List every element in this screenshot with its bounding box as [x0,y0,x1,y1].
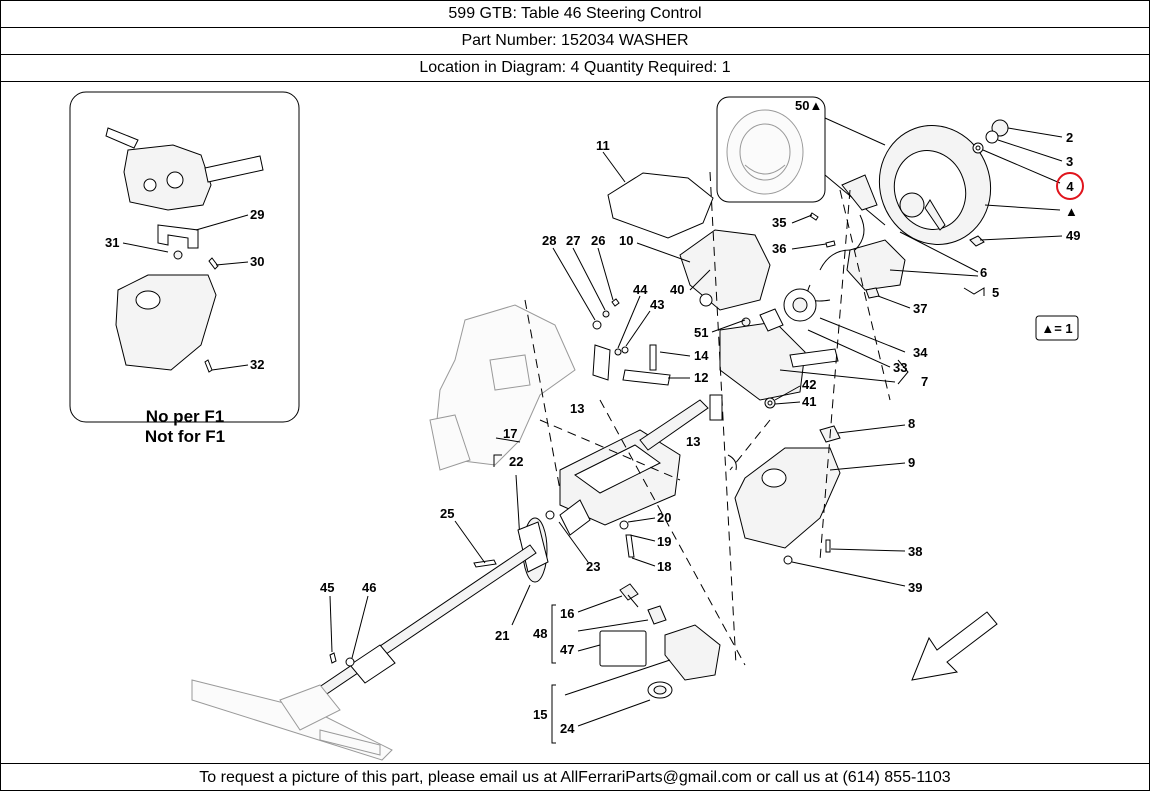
callout-19: 19 [657,534,671,549]
diagram-title: 599 GTB: Table 46 Steering Control [0,0,1150,28]
inset-bracket [157,224,199,249]
callout-37: 37 [913,301,927,316]
callout-41: 41 [802,394,816,409]
callout-35: 35 [772,215,786,230]
callout-14: 14 [694,348,709,363]
inset-note-line1: No per F1 [146,407,224,426]
callout-5: 5 [992,285,999,300]
callout-32: 32 [250,357,264,372]
callout-13a: 13 [570,401,584,416]
callout-13b: 13 [686,434,700,449]
inset-note-line2: Not for F1 [145,427,225,446]
inset-stalk-switch [105,127,264,211]
callout-7: 7 [921,374,928,389]
callout-16: 16 [560,606,574,621]
callout-33: 33 [893,360,907,375]
callout-15: 15 [533,707,547,722]
callout-12: 12 [694,370,708,385]
inset-shroud [115,274,217,371]
callout-20: 20 [657,510,671,525]
part-number-line: Part Number: 152034 WASHER [0,28,1150,55]
cover-11 [607,172,714,239]
callout-26: 26 [591,233,605,248]
callout-10: 10 [619,233,633,248]
ignition-lock [599,583,721,699]
callout-23: 23 [586,559,600,574]
callout-51: 51 [694,325,708,340]
steering-column [559,399,709,536]
lower-shroud [734,425,841,565]
callout-2: 2 [1066,130,1073,145]
clock-spring [807,214,906,302]
callout-47: 47 [560,642,574,657]
key-card [599,630,647,667]
steering-rack [191,679,393,761]
nut-3 [985,130,999,144]
callout-21: 21 [495,628,509,643]
callout-38: 38 [908,544,922,559]
exploded-parts-diagram: 29 31 30 32 No per F1 Not for F1 50▲ 2 3 [0,82,1150,763]
callout-24: 24 [560,721,575,736]
callout-36: 36 [772,241,786,256]
legend-text: ▲= 1 [1041,321,1072,336]
callout-45: 45 [320,580,334,595]
callout-49: 49 [1066,228,1080,243]
steering-wheel [841,119,1009,247]
highlight-circle [1056,172,1084,200]
callout-29: 29 [250,207,264,222]
mounting-frame [429,304,576,471]
callout-50: 50▲ [795,98,822,113]
callout-22: 22 [509,454,523,469]
callout-6: 6 [980,265,987,280]
callout-48: 48 [533,626,547,641]
column-switch-assembly [719,288,839,401]
airbag-inset: 50▲ [716,96,886,226]
callout-11: 11 [596,138,610,153]
callout-18: 18 [657,559,671,574]
callout-46: 46 [362,580,376,595]
shaft-and-boot [299,510,555,709]
non-f1-inset: 29 31 30 32 No per F1 Not for F1 [69,91,300,446]
callout-28: 28 [542,233,556,248]
washer-4 [972,142,984,154]
callout-42: 42 [802,377,816,392]
callout-39: 39 [908,580,922,595]
callout-25: 25 [440,506,454,521]
upper-shroud [679,229,771,311]
front-direction-arrow [911,611,998,681]
callout-34: 34 [913,345,928,360]
legend-box: ▲= 1 [1035,315,1079,341]
callout-triangle: ▲ [1065,204,1078,219]
callout-43: 43 [650,297,664,312]
callout-3: 3 [1066,154,1073,169]
callout-4[interactable]: 4 [1066,179,1074,194]
callout-17: 17 [503,426,517,441]
callout-40: 40 [670,282,684,297]
contact-footer: To request a picture of this part, pleas… [0,763,1150,791]
callout-9: 9 [908,455,915,470]
callout-44: 44 [633,282,648,297]
callout-27: 27 [566,233,580,248]
callout-8: 8 [908,416,915,431]
callout-31: 31 [105,235,119,250]
callout-30: 30 [250,254,264,269]
location-line: Location in Diagram: 4 Quantity Required… [0,55,1150,82]
